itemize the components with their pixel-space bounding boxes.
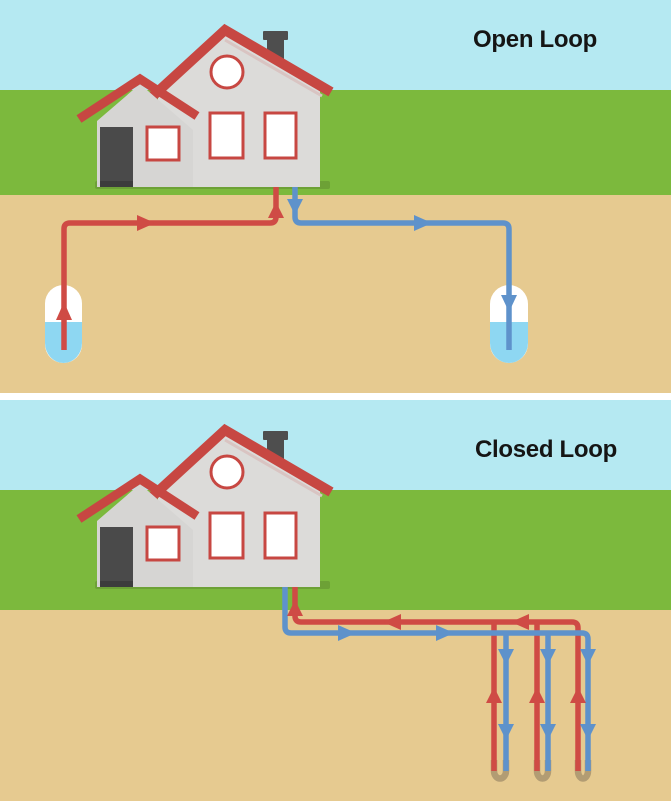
flow-arrow-down-icon [501,295,517,312]
panel-open-loop: Open Loop [0,0,671,393]
flow-arrow-up-icon [529,687,545,703]
flow-arrow-left-icon [383,614,401,630]
loop-u-bend [533,760,552,782]
flow-arrow-down-icon [498,649,514,665]
panel-divider [0,393,671,400]
sky-open [0,0,671,90]
flow-arrow-right-icon [338,625,356,641]
panel-title-open-loop: Open Loop [473,26,597,53]
ground-open [0,195,671,393]
flow-arrow-down-icon [287,199,303,215]
warm-loop-pipe [292,587,581,771]
flow-arrow-up-icon [486,687,502,703]
panel-title-closed-loop: Closed Loop [475,436,617,463]
flow-arrow-up-icon [287,600,303,616]
ground-closed [0,610,671,801]
flow-arrow-down-icon [540,649,556,665]
flow-arrow-right-icon [414,215,432,231]
cold-return-pipe [292,178,512,350]
flow-arrow-right-icon [137,215,155,231]
flow-arrow-down-icon [498,724,514,740]
flow-arrow-up-icon [56,302,72,320]
loop-u-bend [574,760,592,782]
flow-arrow-down-icon [580,724,596,740]
flow-arrow-down-icon [580,649,596,665]
flow-arrow-up-icon [268,202,284,218]
panel-closed-loop: Closed Loop [0,400,671,801]
loop-u-bend [490,760,510,782]
flow-arrow-up-icon [570,687,586,703]
flow-arrow-right-icon [436,625,454,641]
sky-closed [0,400,671,490]
flow-arrow-down-icon [540,724,556,740]
flow-arrow-left-icon [511,614,529,630]
warm-supply-pipe [61,178,279,350]
